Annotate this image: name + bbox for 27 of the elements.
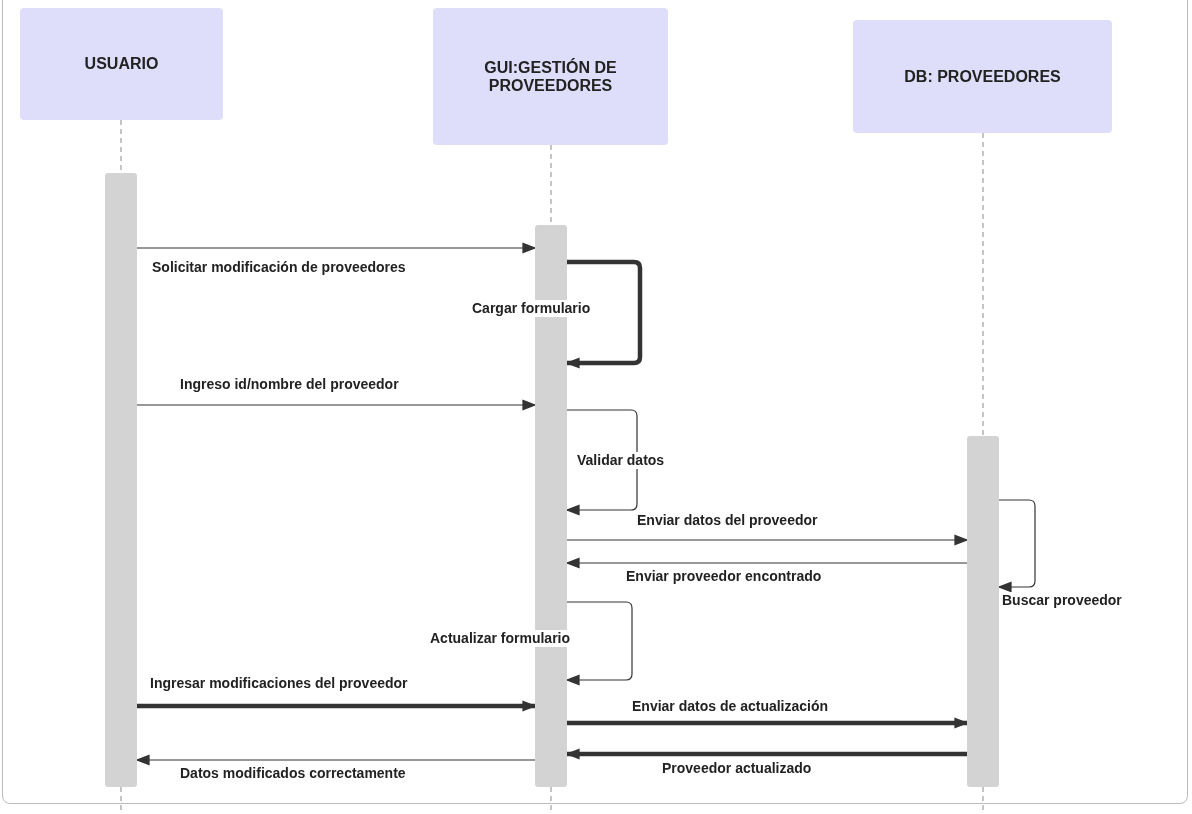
edge-label: Validar datos [575, 452, 667, 469]
activation-bar [967, 436, 999, 787]
edge-label: Enviar datos del proveedor [635, 512, 820, 529]
message-arrow [135, 754, 536, 766]
edge-label: Enviar proveedor encontrado [624, 568, 824, 585]
self-message-arrow [565, 601, 633, 686]
message-arrow [137, 700, 537, 712]
self-message-arrow [565, 409, 638, 516]
self-message-arrow [565, 259, 643, 369]
activation-bar [105, 173, 137, 787]
edge-label: Solicitar modificación de proveedores [150, 259, 408, 276]
message-arrow [565, 557, 968, 569]
edge-label: Buscar proveedor [1000, 592, 1124, 609]
participant-box: GUI:GESTIÓN DE PROVEEDORES [433, 8, 668, 145]
edge-label: Ingresar modificaciones del proveedor [148, 675, 410, 692]
edge-label: Cargar formulario [470, 300, 593, 317]
participant-box: USUARIO [20, 8, 223, 120]
message-arrow [565, 748, 967, 760]
lifeline [982, 132, 984, 437]
edge-label: Ingreso id/nombre del proveedor [178, 376, 401, 393]
participant-box: DB: PROVEEDORES [853, 20, 1112, 133]
edge-label: Actualizar formulario [428, 630, 573, 647]
self-message-arrow [997, 499, 1036, 593]
message-arrow [136, 242, 537, 254]
message-arrow [566, 534, 969, 546]
message-arrow [567, 717, 969, 729]
message-arrow [136, 399, 537, 411]
